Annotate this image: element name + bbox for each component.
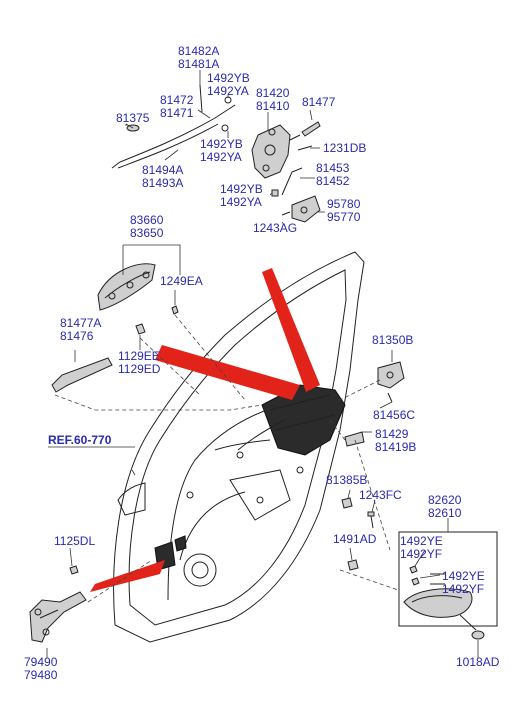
dashed-reference-lines — [54, 314, 399, 603]
label-1125dl: 1125DL — [54, 534, 95, 548]
label-1231db: 1231DB — [323, 141, 366, 155]
label-81420: 81420 — [256, 86, 290, 100]
label-81452: 81452 — [316, 174, 350, 188]
door-checker — [29, 565, 87, 643]
door-panel — [113, 251, 365, 643]
label-81477: 81477 — [302, 95, 336, 109]
latch-pad — [344, 431, 365, 447]
label-1243fc: 1243FC — [359, 488, 402, 502]
label-81375: 81375 — [116, 111, 150, 125]
label-1492ye-b: 1492YE — [442, 569, 485, 583]
label-79480: 79480 — [24, 668, 58, 682]
reference-label[interactable]: REF.60-770 — [48, 433, 112, 447]
label-81471: 81471 — [160, 106, 194, 120]
label-82620: 82620 — [428, 493, 462, 507]
door-latch-body — [251, 121, 321, 223]
label-1492yb-top: 1492YB — [207, 71, 250, 85]
label-82610: 82610 — [428, 506, 462, 520]
label-1129ee: 1129EE — [118, 349, 160, 363]
door-striker — [377, 361, 405, 403]
label-83650: 83650 — [130, 226, 164, 240]
label-1243ag: 1243AG — [253, 221, 297, 235]
label-1492ya-mid: 1492YA — [200, 150, 242, 164]
label-81476: 81476 — [60, 329, 94, 343]
leader-lines — [46, 70, 479, 658]
label-1249ea: 1249EA — [160, 274, 203, 288]
door-latch-module — [154, 384, 346, 571]
latch-rod-assembly — [111, 84, 236, 169]
outside-handle-assembly — [97, 263, 179, 335]
label-1492yf-b: 1492YF — [442, 582, 484, 596]
label-1492ye-a: 1492YE — [400, 534, 443, 548]
label-81453: 81453 — [316, 161, 350, 175]
handle-cover — [51, 357, 113, 393]
label-81493a: 81493A — [142, 176, 183, 190]
label-81477a: 81477A — [60, 316, 101, 330]
red-arrow-lower — [90, 560, 165, 592]
label-1492yb-low: 1492YB — [220, 182, 263, 196]
label-81350b: 81350B — [372, 333, 413, 347]
label-81385b: 81385B — [326, 473, 367, 487]
label-1018ad: 1018AD — [456, 655, 500, 669]
inside-handle-box — [398, 518, 498, 627]
label-1492yb-mid: 1492YB — [200, 137, 243, 151]
part-labels: 81482A 81481A 1492YB 1492YA 81472 81471 … — [24, 44, 500, 682]
label-1491ad: 1491AD — [333, 532, 377, 546]
screw-1018ad — [459, 614, 485, 640]
label-1492ya-low: 1492YA — [220, 195, 262, 209]
label-95780: 95780 — [327, 197, 361, 211]
label-1492ya-top: 1492YA — [207, 84, 249, 98]
label-81481a: 81481A — [178, 57, 219, 71]
label-95770: 95770 — [327, 210, 361, 224]
label-1129ed: 1129ED — [118, 362, 161, 376]
red-arrow-module — [155, 345, 300, 400]
label-81472: 81472 — [160, 93, 194, 107]
label-81410: 81410 — [256, 99, 290, 113]
label-79490: 79490 — [24, 655, 58, 669]
small-fasteners — [341, 497, 375, 571]
label-83660: 83660 — [130, 213, 164, 227]
label-81419b: 81419B — [375, 440, 416, 454]
label-81429: 81429 — [375, 427, 409, 441]
label-1492yf-a: 1492YF — [400, 547, 442, 561]
red-arrow-latch — [262, 268, 320, 392]
highlight-arrows — [90, 268, 320, 592]
label-81482a: 81482A — [178, 44, 219, 58]
label-81456c: 81456C — [373, 408, 415, 422]
label-81494a: 81494A — [142, 163, 183, 177]
